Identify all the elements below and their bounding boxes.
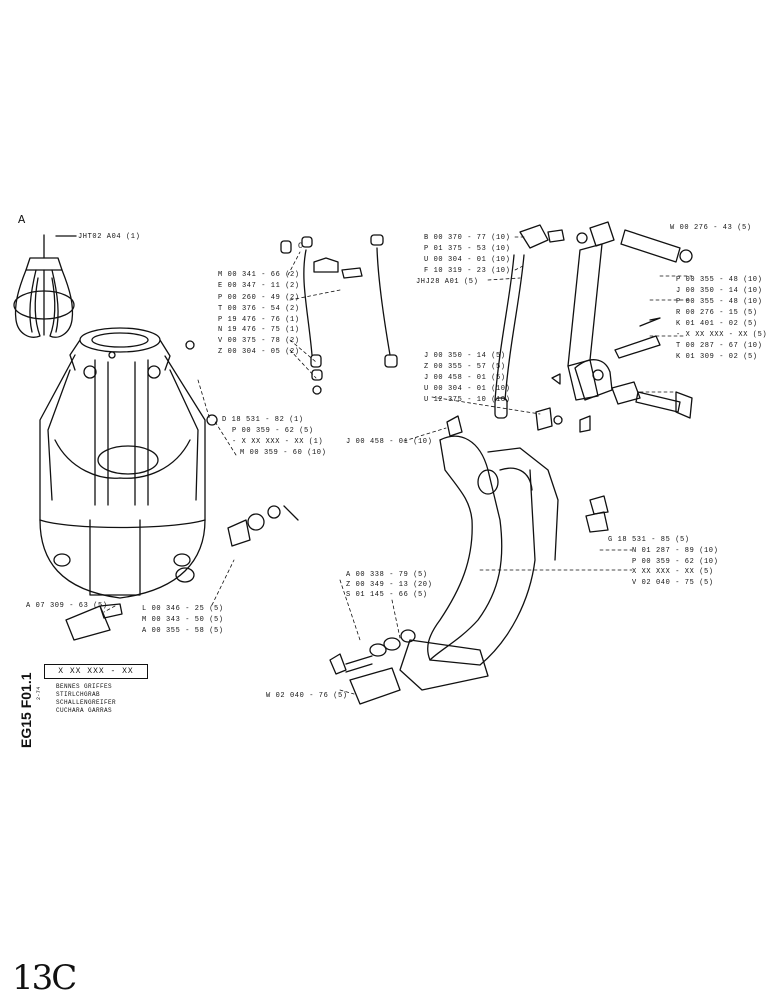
title-german: SCHALLENGREIFER bbox=[56, 699, 117, 706]
part-label: P 00 260 - 49 (2) bbox=[218, 294, 300, 302]
part-label: J 00 350 - 14 (10) bbox=[676, 287, 763, 295]
part-label: A 00 355 - 58 (5) bbox=[142, 627, 224, 635]
part-label: W 02 040 - 76 (5) bbox=[266, 692, 348, 700]
part-label: U 12 375 - 10 (10) bbox=[424, 396, 511, 404]
title-english: STIRLCHGRAB bbox=[56, 691, 101, 698]
part-label: L 00 346 - 25 (5) bbox=[142, 605, 224, 613]
part-label: R 00 276 - 15 (5) bbox=[676, 309, 758, 317]
assembly-letter-a: A bbox=[18, 213, 26, 227]
assembled-grab-thumbnail bbox=[13, 234, 75, 338]
part-label: X XX XXX - XX (5) bbox=[632, 568, 714, 576]
part-label: P 00 359 - 62 (5) bbox=[232, 427, 314, 435]
leader-lines bbox=[103, 236, 693, 695]
part-label: Z 00 349 - 13 (20) bbox=[346, 581, 433, 589]
part-label: W 00 276 - 43 (5) bbox=[670, 224, 752, 232]
part-label: Z 00 355 - 57 (5) bbox=[424, 363, 506, 371]
part-label: G 18 531 - 85 (5) bbox=[608, 536, 690, 544]
part-label: P 00 355 - 48 (10) bbox=[676, 276, 763, 284]
part-label: N 01 287 - 89 (10) bbox=[632, 547, 719, 555]
part-label: M 00 359 - 60 (10) bbox=[240, 449, 327, 457]
part-label: P 19 476 - 76 (1) bbox=[218, 316, 300, 324]
part-label: J 00 350 - 14 (5) bbox=[424, 352, 506, 360]
part-label: P 01 375 - 53 (10) bbox=[424, 245, 511, 253]
part-label: U 00 304 - 01 (10) bbox=[424, 385, 511, 393]
part-label: D 18 531 - 82 (1) bbox=[222, 416, 304, 424]
page-number: 13C bbox=[12, 958, 77, 998]
grab-shell bbox=[349, 435, 559, 705]
letter-c: C bbox=[298, 242, 304, 251]
part-label: K 01 309 - 02 (5) bbox=[676, 353, 758, 361]
spring-hardware bbox=[280, 234, 398, 395]
part-label: A 00 338 - 79 (5) bbox=[346, 571, 428, 579]
callout-jhj28: JHJ28 A01 (5) bbox=[416, 278, 479, 286]
part-label: K 01 401 - 02 (5) bbox=[676, 320, 758, 328]
drawing-code: EG15 F01.1 bbox=[18, 672, 34, 749]
part-label: Z 00 304 - 05 (2) bbox=[218, 348, 300, 356]
part-label: T 00 287 - 67 (10) bbox=[676, 342, 763, 350]
part-label: - X XX XXX - XX (1) bbox=[232, 438, 324, 446]
part-label: V 02 040 - 75 (5) bbox=[632, 579, 714, 587]
title-spanish: CUCHARA GARRAS bbox=[56, 707, 113, 714]
part-label: T 00 376 - 54 (2) bbox=[218, 305, 300, 313]
part-label: V 00 375 - 78 (2) bbox=[218, 337, 300, 345]
part-label: P 00 355 - 48 (10) bbox=[676, 298, 763, 306]
reference-box: X XX XXX - XX bbox=[44, 664, 148, 679]
grab-frame bbox=[39, 327, 218, 599]
hydraulic-assembly bbox=[446, 221, 693, 437]
title-french: BENNES GRIFFES bbox=[56, 683, 113, 690]
part-label: J 00 458 - 01 (10) bbox=[346, 438, 433, 446]
part-label: - X XX XXX - XX (5) bbox=[676, 331, 768, 339]
part-label: U 00 304 - 01 (10) bbox=[424, 256, 511, 264]
part-label: N 19 476 - 75 (1) bbox=[218, 326, 300, 334]
part-label: J 00 458 - 01 (5) bbox=[424, 374, 506, 382]
callout-jht02: JHT02 A04 (1) bbox=[78, 233, 141, 241]
part-label: M 00 341 - 66 (2) bbox=[218, 271, 300, 279]
pivot-hardware bbox=[65, 495, 609, 675]
part-label: A 07 309 - 63 (5) bbox=[26, 602, 108, 610]
part-label: P 00 359 - 62 (10) bbox=[632, 558, 719, 566]
part-label: B 00 370 - 77 (10) bbox=[424, 234, 511, 242]
part-label: F 10 319 - 23 (10) bbox=[424, 267, 511, 275]
part-label: S 01 145 - 66 (5) bbox=[346, 591, 428, 599]
part-label: M 00 343 - 50 (5) bbox=[142, 616, 224, 624]
small-mark: 2-74 bbox=[36, 686, 42, 700]
part-label: E 00 347 - 11 (2) bbox=[218, 282, 300, 290]
